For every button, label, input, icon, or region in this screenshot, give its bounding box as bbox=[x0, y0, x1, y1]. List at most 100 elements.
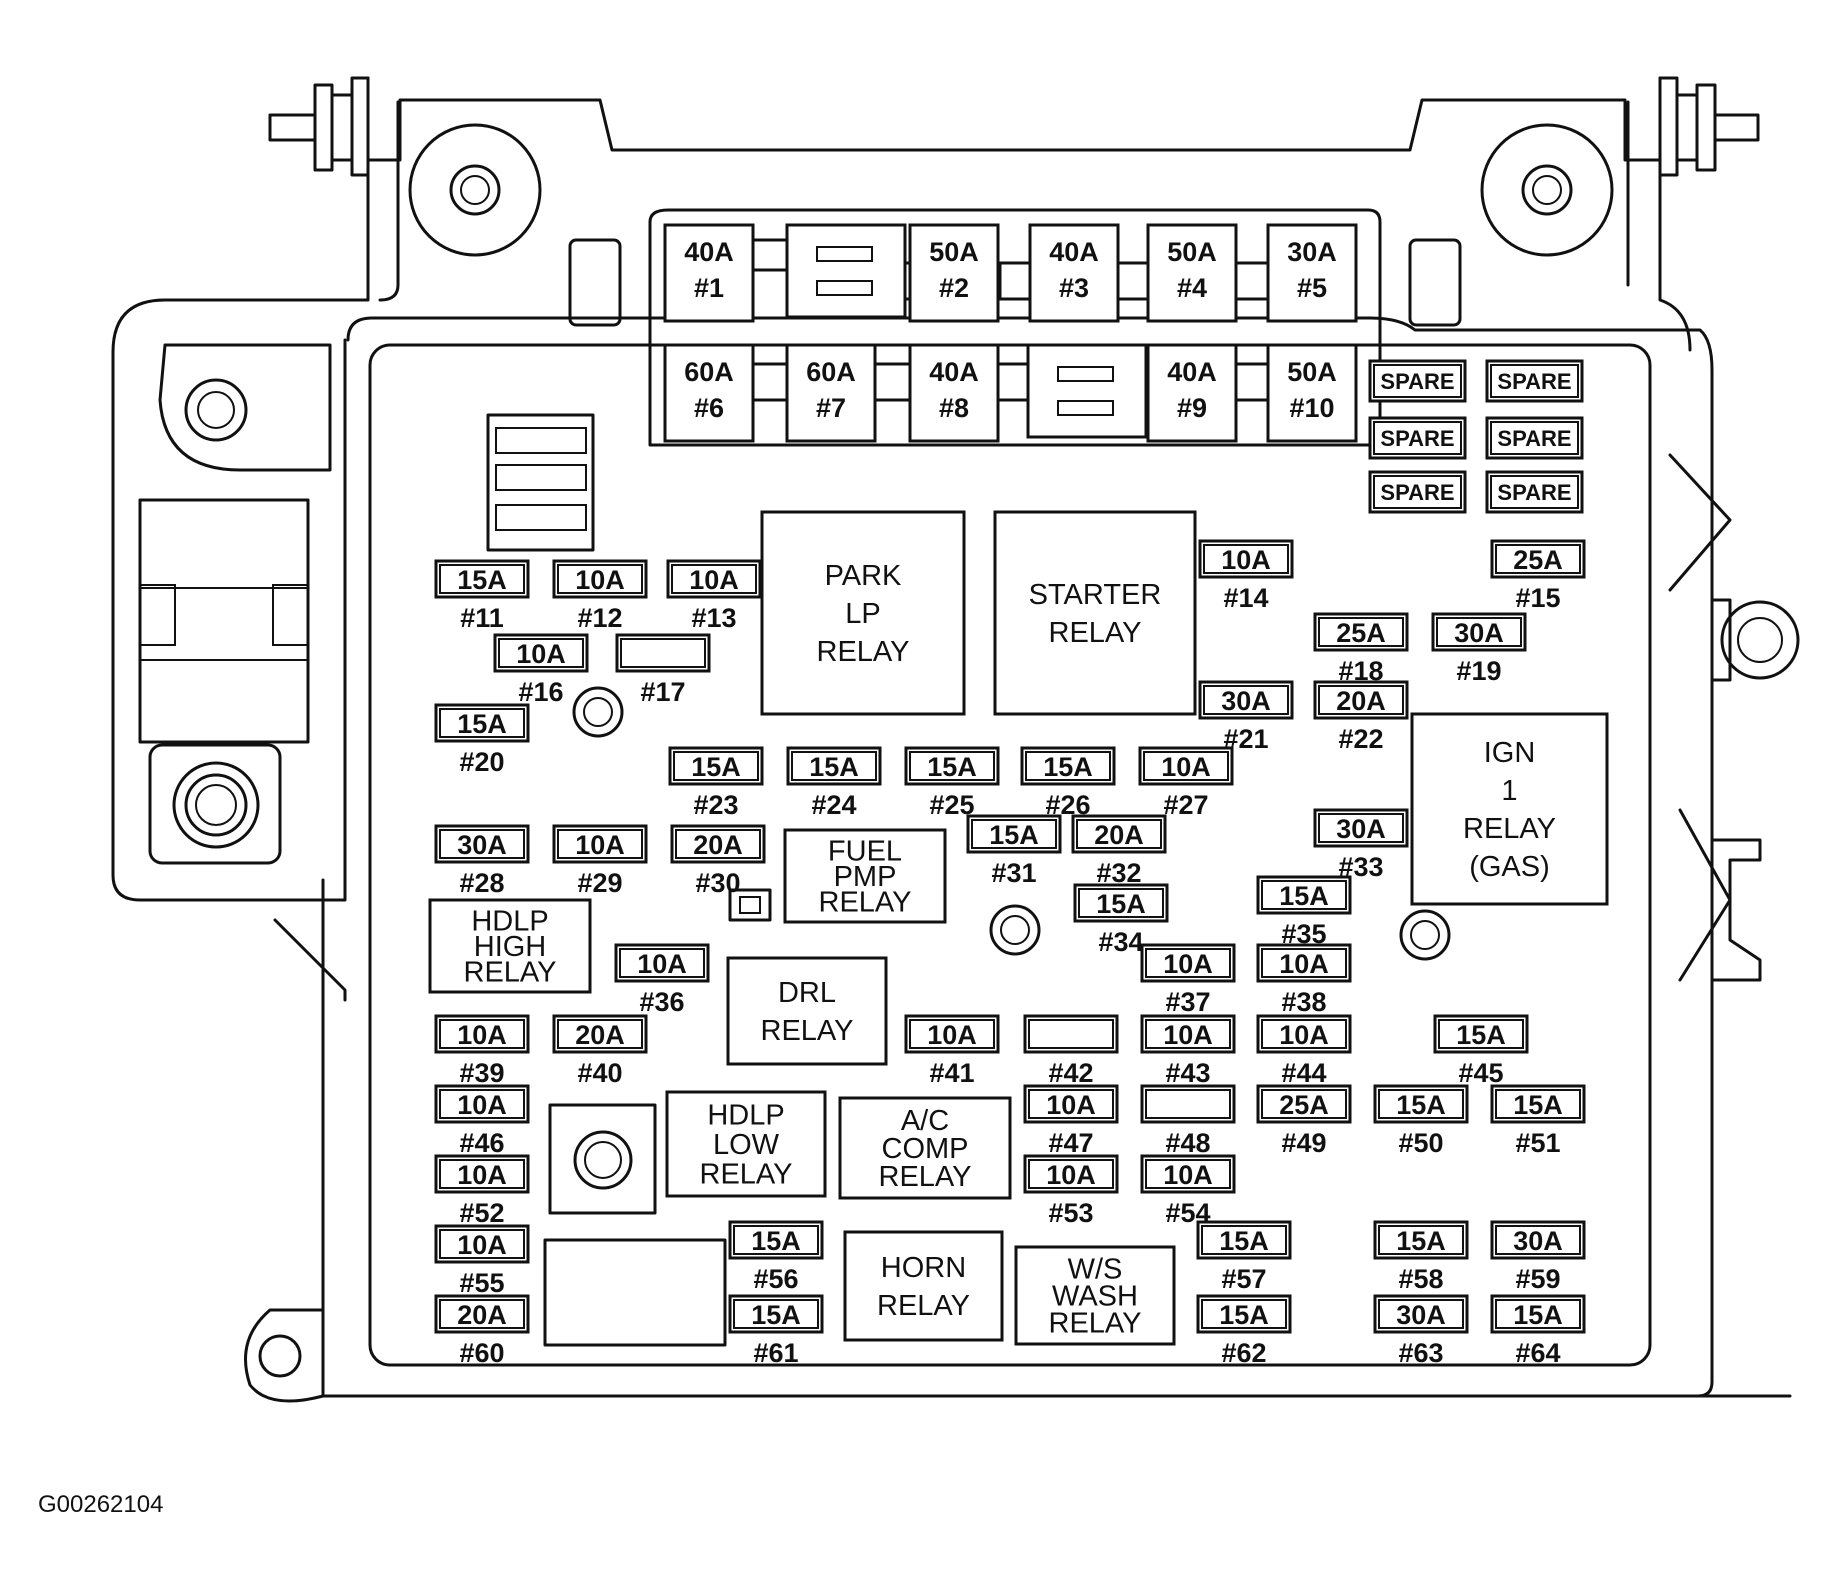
mini-fuse-inner bbox=[439, 1159, 525, 1189]
large-fuse-f9: 40A#9 bbox=[1146, 343, 1238, 443]
mini-fuse-body bbox=[1198, 539, 1294, 579]
mini-fuse-inner bbox=[1203, 685, 1289, 715]
mini-fuse-f40: 20A#40 bbox=[552, 1014, 648, 1088]
relay-label-line: RELAY bbox=[1049, 617, 1142, 649]
mini-fuse-number: #43 bbox=[1165, 1058, 1210, 1088]
mini-fuse-body bbox=[1373, 1220, 1469, 1260]
mini-fuse-inner bbox=[971, 819, 1057, 849]
mini-fuse-f33: 30A#33 bbox=[1313, 808, 1409, 882]
mini-fuse-inner bbox=[557, 564, 643, 594]
mini-fuse-body bbox=[615, 633, 711, 673]
relay-label-line: RELAY bbox=[1463, 813, 1556, 845]
mini-fuse-f31: 15A#31 bbox=[966, 814, 1062, 888]
relay-body bbox=[838, 1096, 1012, 1200]
mini-fuse-body bbox=[1071, 814, 1167, 854]
mini-fuse-rating: 10A bbox=[637, 949, 687, 979]
large-fuse-number: #9 bbox=[1177, 393, 1207, 423]
mini-fuse-number: #52 bbox=[459, 1198, 504, 1228]
mini-fuse-body bbox=[434, 559, 530, 599]
relay-label-line: STARTER bbox=[1029, 579, 1162, 611]
mini-fuse-rating: 10A bbox=[1046, 1090, 1096, 1120]
mini-fuse-rating: 15A bbox=[1279, 881, 1329, 911]
mini-fuse-f55: 10A#55 bbox=[434, 1224, 530, 1298]
mini-fuse-f38: 10A#38 bbox=[1256, 943, 1352, 1017]
relay-label-line: RELAY bbox=[817, 636, 910, 668]
large-fuse-rating: 50A bbox=[1167, 237, 1217, 267]
mini-fuse-body bbox=[434, 1294, 530, 1334]
large-fuse-rating: 40A bbox=[1167, 357, 1217, 387]
mini-fuse-inner bbox=[909, 1019, 995, 1049]
mini-fuse-f13: 10A#13 bbox=[666, 559, 762, 633]
spare-fuse-inner bbox=[1373, 475, 1462, 509]
relay-label-line: HIGH bbox=[474, 931, 547, 963]
mini-fuse-f17: #17 bbox=[615, 633, 711, 707]
mini-fuse-body bbox=[1140, 1014, 1236, 1054]
mini-fuse-inner bbox=[733, 1299, 819, 1329]
relay-label-line: FUEL bbox=[828, 836, 902, 868]
relay-body bbox=[783, 828, 947, 924]
mini-fuse-body bbox=[1373, 1294, 1469, 1334]
mini-fuse-f44: 10A#44 bbox=[1256, 1014, 1352, 1088]
mini-fuse-rating: 10A bbox=[1279, 1020, 1329, 1050]
mini-fuse-body bbox=[1140, 1154, 1236, 1194]
mini-fuse-inner bbox=[791, 751, 877, 781]
mini-fuse-rating: 10A bbox=[457, 1090, 507, 1120]
large-fuse-number: #10 bbox=[1289, 393, 1334, 423]
mini-fuse-f45: 15A#45 bbox=[1433, 1014, 1529, 1088]
large-fuse-body bbox=[908, 223, 1000, 323]
mini-fuse-rating: 10A bbox=[927, 1020, 977, 1050]
mini-fuse-inner bbox=[498, 638, 584, 668]
large-fuse-rating: 50A bbox=[929, 237, 979, 267]
mini-fuse-inner bbox=[1261, 948, 1347, 978]
relay-label-line: HDLP bbox=[707, 1100, 784, 1132]
mini-fuse-number: #20 bbox=[459, 747, 504, 777]
mini-fuse-f26: 15A#26 bbox=[1020, 746, 1116, 820]
large-fuse-f2: 50A#2 bbox=[908, 223, 1000, 323]
mini-fuse-body bbox=[1198, 680, 1294, 720]
mini-fuse-body bbox=[434, 1224, 530, 1264]
cartridge-body bbox=[1026, 343, 1148, 439]
mini-fuse-number: #16 bbox=[518, 677, 563, 707]
mini-fuse-rating: 25A bbox=[1279, 1090, 1329, 1120]
mini-fuse-f32: 20A#32 bbox=[1071, 814, 1167, 888]
mini-fuse-f61: 15A#61 bbox=[728, 1294, 824, 1368]
mini-fuse-f56: 15A#56 bbox=[728, 1220, 824, 1294]
spare-fuse: SPARE bbox=[1368, 470, 1467, 514]
large-fuse-number: #4 bbox=[1177, 273, 1207, 303]
mini-fuse-f22: 20A#22 bbox=[1313, 680, 1409, 754]
mini-fuse-f50: 15A#50 bbox=[1373, 1084, 1469, 1158]
large-fuse-f10: 50A#10 bbox=[1266, 343, 1358, 443]
mini-fuse-rating: 10A bbox=[457, 1230, 507, 1260]
relay-label-line: RELAY bbox=[700, 1158, 793, 1190]
mini-fuse-inner bbox=[1078, 888, 1164, 918]
mini-fuse-number: #22 bbox=[1338, 724, 1383, 754]
mini-fuse-rating: 30A bbox=[1221, 686, 1271, 716]
mini-fuse-body bbox=[904, 746, 1000, 786]
mini-fuse-body bbox=[1313, 808, 1409, 848]
mini-fuse-inner bbox=[1203, 544, 1289, 574]
large-fuse-rating: 40A bbox=[684, 237, 734, 267]
relay-body bbox=[760, 510, 966, 716]
mini-fuse-number: #56 bbox=[753, 1264, 798, 1294]
large-fuse-number: #7 bbox=[816, 393, 846, 423]
mini-fuse-number: #48 bbox=[1165, 1128, 1210, 1158]
mini-fuse-number: #64 bbox=[1515, 1338, 1560, 1368]
mini-fuse-rating: 10A bbox=[575, 565, 625, 595]
mini-fuse-number: #28 bbox=[459, 868, 504, 898]
mini-fuse-number: #29 bbox=[577, 868, 622, 898]
large-fuse-number: #3 bbox=[1059, 273, 1089, 303]
spare-fuse: SPARE bbox=[1368, 359, 1467, 403]
spare-fuse-body bbox=[1485, 359, 1584, 403]
mini-fuse-f47: 10A#47 bbox=[1023, 1084, 1119, 1158]
mini-fuse-inner bbox=[1145, 1089, 1231, 1119]
relay-body bbox=[993, 510, 1197, 716]
mini-fuse-rating: 25A bbox=[1336, 618, 1386, 648]
mini-fuse-f57: 15A#57 bbox=[1196, 1220, 1292, 1294]
mini-fuse-body bbox=[1196, 1294, 1292, 1334]
spare-label: SPARE bbox=[1380, 369, 1454, 394]
mini-fuse-inner bbox=[671, 564, 757, 594]
mini-fuse-rating: 15A bbox=[989, 820, 1039, 850]
